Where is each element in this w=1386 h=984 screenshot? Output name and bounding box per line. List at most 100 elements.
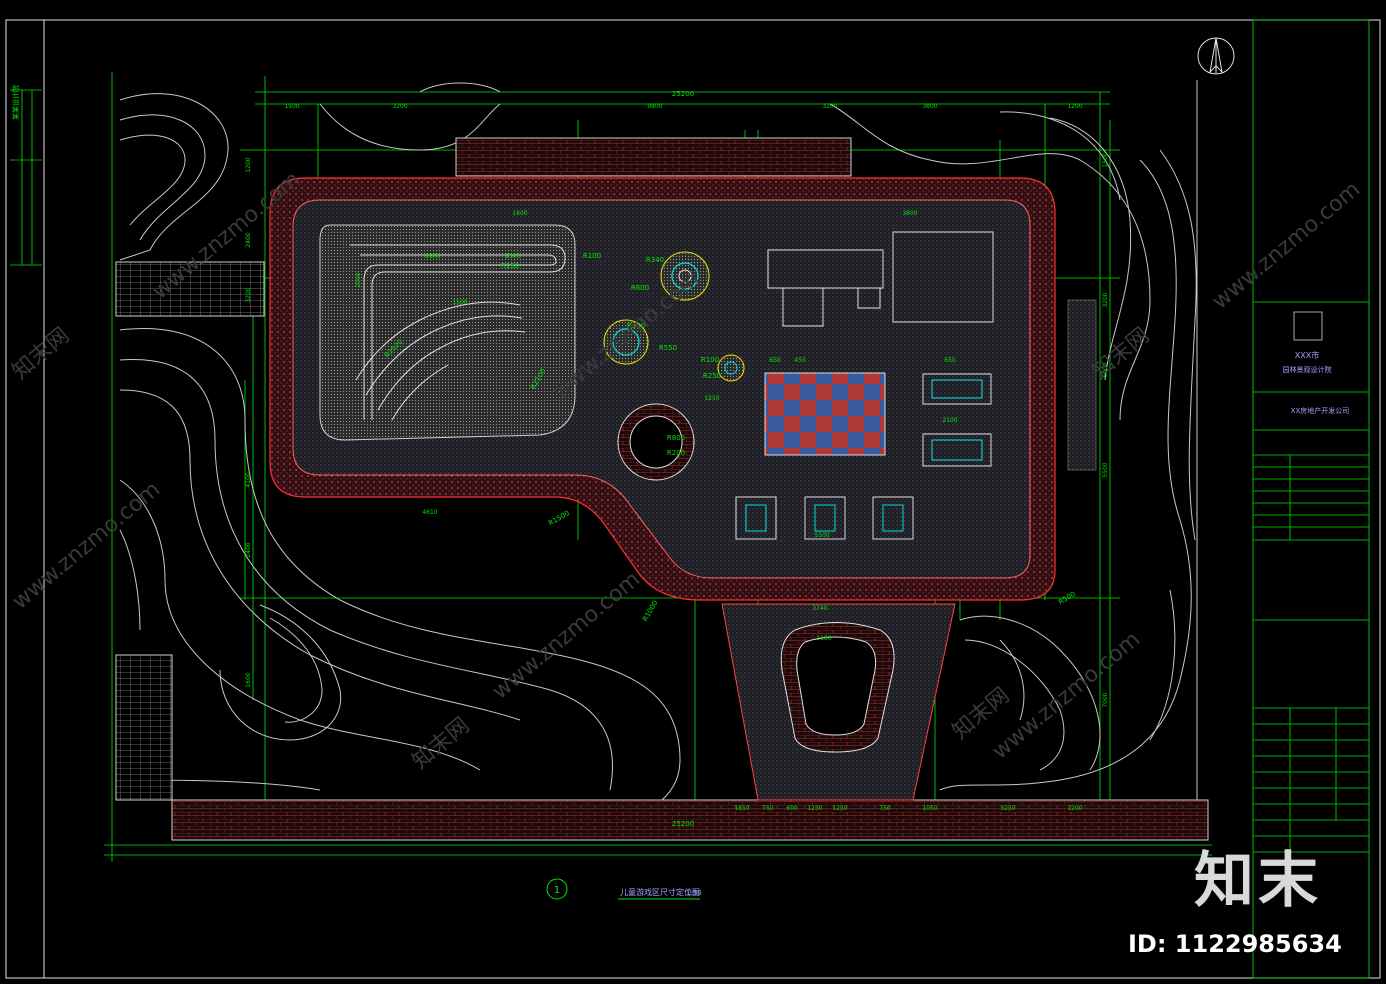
- curved-seating: [350, 244, 566, 421]
- bench-box-2: [922, 433, 992, 467]
- internal-dimension: 2000: [355, 272, 362, 287]
- checker-play-mat: [764, 372, 886, 456]
- watermark-url-4: www.znzmo.com: [988, 627, 1145, 765]
- left-deck-bottom: [115, 654, 173, 801]
- plan-scale: 1:50: [686, 889, 702, 897]
- top-dimension-labels: 1500 3200 9800 3200 3800 1200: [284, 103, 1082, 110]
- radius-label: R250: [703, 372, 721, 380]
- bottom-dimension: 1250: [832, 805, 847, 812]
- radius-label: R340: [646, 256, 664, 264]
- top-dimension: 3200: [392, 103, 407, 110]
- bottom-brick-strip: [171, 799, 1209, 841]
- right-dimension: 5500: [1102, 462, 1109, 477]
- radius-label: R800: [667, 434, 685, 442]
- north-arrow: [1197, 37, 1235, 75]
- bottom-dimension: 750: [762, 805, 774, 812]
- sheet-frame: [5, 19, 1381, 979]
- left-dimension: 1200: [245, 157, 252, 172]
- circular-sandbox: [617, 403, 695, 481]
- watermark-brand-2: 知末网: [408, 713, 475, 775]
- right-hedge: [1067, 299, 1097, 471]
- internal-dimension: 1800: [512, 210, 527, 217]
- left-dimension: 2400: [245, 232, 252, 247]
- left-dimension: 2400: [245, 542, 252, 557]
- detail-circle: [546, 878, 568, 900]
- radius-label: R600: [631, 284, 649, 292]
- bottom-dimension: 750: [879, 805, 891, 812]
- left-dimension: 3200: [245, 287, 252, 302]
- bench-box-1-inner: [931, 379, 983, 399]
- sand-pit: [319, 224, 576, 441]
- top-dimension: 1200: [1067, 103, 1082, 110]
- internal-dimension: 2500: [505, 253, 520, 260]
- internal-dimension: 5500: [814, 532, 829, 539]
- top-dimension: 9800: [647, 103, 662, 110]
- bottom-dimension: 1050: [922, 805, 937, 812]
- internal-dimension: 3740: [812, 605, 827, 612]
- oval-planter: [780, 622, 895, 753]
- detail-number: 1: [554, 885, 560, 896]
- overall-dim-bottom: 25200: [672, 820, 694, 828]
- radius-label: R100: [701, 356, 719, 364]
- left-dimension: 1600: [245, 672, 252, 687]
- plan-title: 儿童游戏区尺寸定位图: [620, 887, 700, 897]
- round-planter-3: [717, 354, 745, 382]
- radius-label: R550: [659, 344, 677, 352]
- watermark-url-3: www.znzmo.com: [488, 567, 645, 705]
- top-dimension: 1500: [284, 103, 299, 110]
- image-id-label: ID: 1122985634: [1128, 930, 1342, 958]
- right-dimension: 3200: [1102, 292, 1109, 307]
- bench-box-2-inner: [931, 439, 983, 461]
- right-dimension-labels: 1500 3200 6000 5500 7000: [1102, 152, 1109, 707]
- internal-dimension: 450: [794, 357, 806, 364]
- round-planter-1: [660, 251, 710, 301]
- radius-label: R1500: [547, 509, 571, 527]
- bench-box-1: [922, 373, 992, 405]
- bottom-dimension-labels: 1850 750 600 1250 1250 750 1050 3250 1200: [734, 805, 1082, 812]
- radius-label: R1000: [641, 599, 659, 623]
- internal-dimension: 650: [944, 357, 956, 364]
- title-project: XXX市: [1295, 350, 1319, 360]
- planter-row: [735, 496, 914, 540]
- left-dimension-labels: 1200 2400 3200 4100 2400 1600: [245, 157, 252, 687]
- title-designer: 园林景观设计院: [1283, 365, 1332, 374]
- title-client: XX房地产开发公司: [1291, 406, 1350, 415]
- top-building-strip: [455, 137, 852, 177]
- internal-dimension: 2800: [425, 253, 440, 260]
- bottom-dimension: 1850: [734, 805, 749, 812]
- watermark-brand-1: 知末网: [8, 323, 75, 385]
- watermark-brand-4: 知末网: [1088, 323, 1155, 385]
- right-dimension: 6000: [1102, 362, 1109, 377]
- internal-dimension: 4610: [422, 509, 437, 516]
- internal-dimension: 650: [769, 357, 781, 364]
- watermark-url-2: www.znzmo.com: [8, 477, 165, 615]
- landscape-contours: [119, 80, 1198, 826]
- internal-dimension: 1250: [704, 395, 719, 402]
- bottom-dimension: 3250: [1000, 805, 1015, 812]
- radius-label: R200: [667, 449, 685, 457]
- top-dimension: 3200: [822, 103, 837, 110]
- left-title-strip: [10, 89, 42, 266]
- round-planter-2: [603, 319, 649, 365]
- watermark-url-5: www.znzmo.com: [1208, 177, 1365, 315]
- internal-dimension: 3800: [902, 210, 917, 217]
- radius-label: R150: [501, 262, 519, 270]
- top-dimension: 3800: [922, 103, 937, 110]
- radius-label: R500: [1057, 590, 1077, 606]
- bottom-dimension: 600: [786, 805, 798, 812]
- bottom-dimension: 1250: [807, 805, 822, 812]
- left-deck-top: [115, 261, 265, 317]
- equipment-blocks: [767, 231, 994, 327]
- brand-logo: 知末: [1194, 846, 1322, 916]
- overall-dim-top: 25200: [672, 90, 694, 98]
- right-dimension: 1500: [1102, 152, 1109, 167]
- left-dimension: 4100: [245, 472, 252, 487]
- bottom-dimension: 1200: [1067, 805, 1082, 812]
- internal-dimension: 1500: [452, 299, 467, 306]
- right-dimension: 7000: [1102, 692, 1109, 707]
- radius-label: R500: [627, 322, 645, 330]
- internal-dimension: 2100: [942, 417, 957, 424]
